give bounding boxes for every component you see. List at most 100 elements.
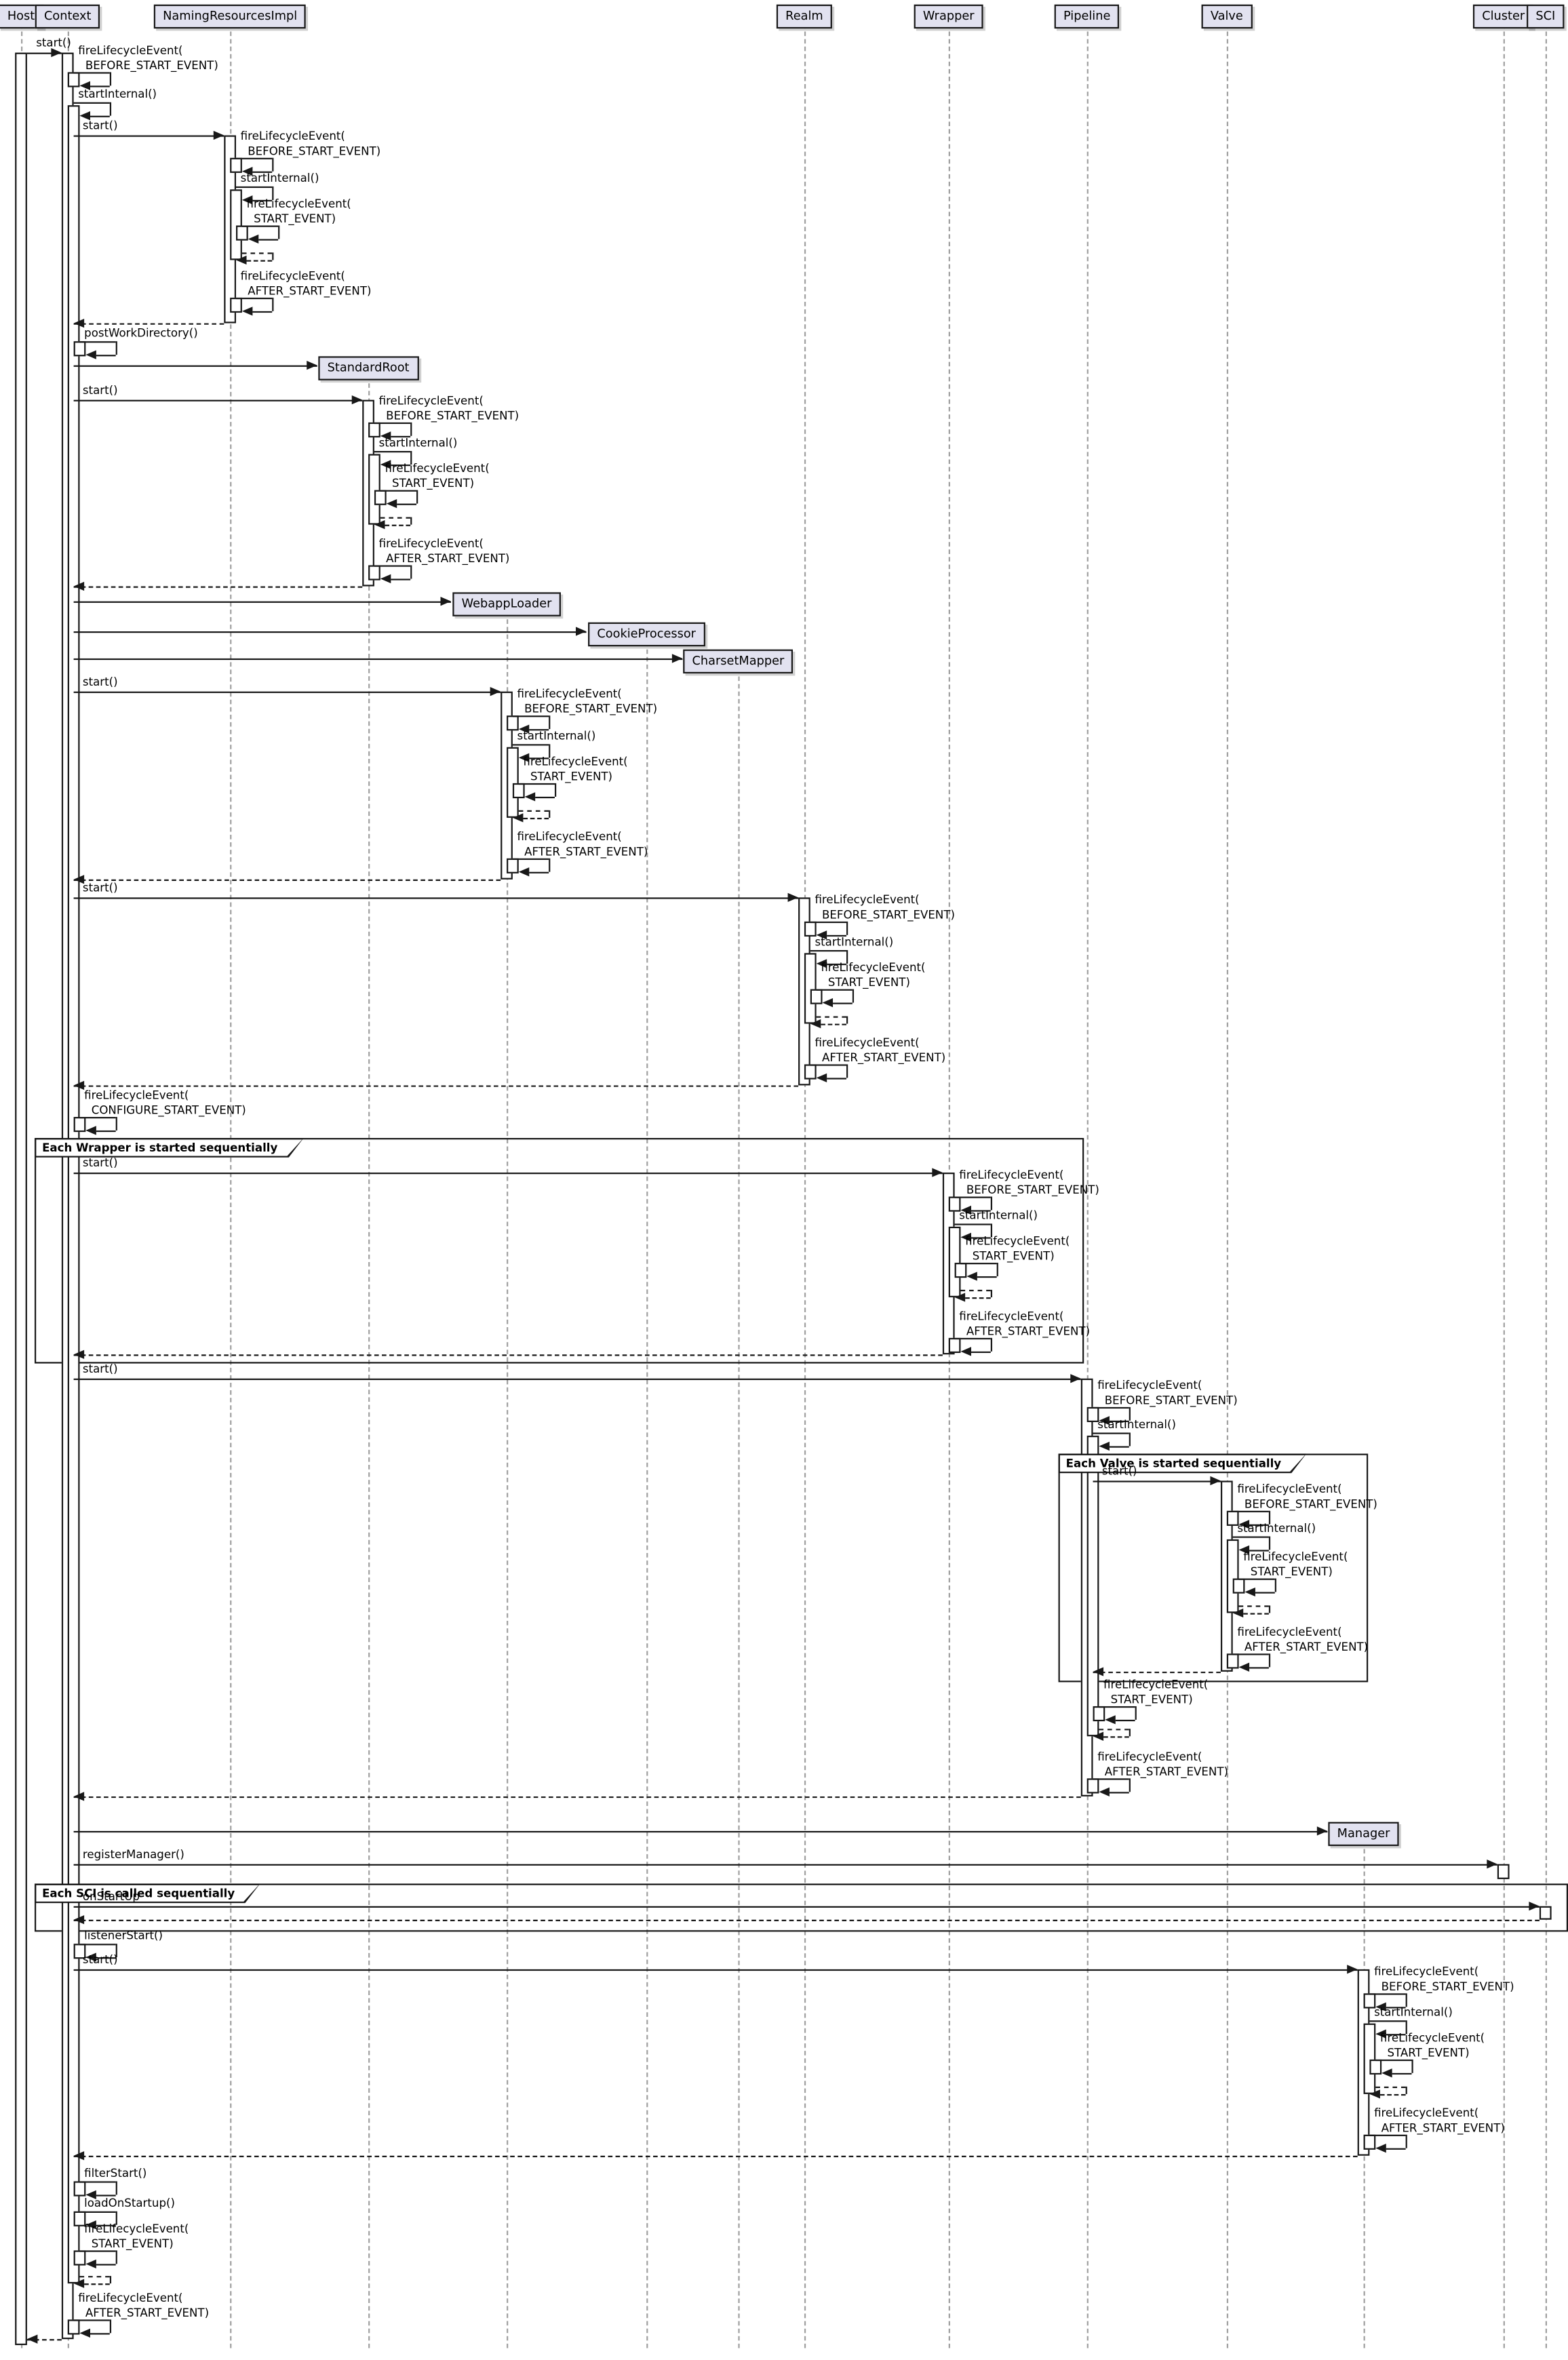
activation: [507, 747, 519, 818]
message-line: [73, 897, 799, 899]
message-line: [512, 858, 549, 860]
message-line: [529, 729, 549, 731]
message-line: [26, 2339, 62, 2341]
arrowhead: [816, 959, 827, 968]
arrowhead: [85, 350, 96, 359]
message-line-vert: [1129, 1432, 1131, 1447]
message-label: start(): [82, 383, 118, 397]
arrowhead: [248, 234, 259, 244]
arrowhead: [380, 431, 391, 441]
message-line: [1115, 1719, 1135, 1722]
message-line: [84, 2283, 110, 2285]
message-label: startInternal(): [1374, 2005, 1453, 2020]
arrowhead: [490, 687, 501, 696]
message-line: [1232, 1510, 1269, 1513]
message-line-vert: [272, 157, 274, 172]
message-line: [73, 1796, 1081, 1798]
message-line: [90, 115, 110, 117]
participant-context: Context: [35, 4, 100, 29]
message-line: [518, 810, 549, 812]
self-activation: [73, 1944, 86, 1959]
message-line: [1238, 1578, 1275, 1580]
message-label: startInternal(): [1097, 1417, 1176, 1432]
message-line-vert: [109, 2276, 112, 2284]
message-line-vert: [846, 949, 848, 964]
activation: [230, 189, 242, 260]
frame-label: Each Wrapper is started sequentially: [36, 1139, 302, 1156]
message-line: [73, 399, 363, 401]
message-line: [258, 239, 279, 241]
message-line: [1386, 2148, 1406, 2150]
arrowhead: [79, 111, 91, 121]
message-line: [73, 1830, 1327, 1833]
message-line-vert: [115, 2211, 117, 2225]
arrowhead: [1099, 1787, 1110, 1796]
message-line: [26, 52, 62, 54]
arrowhead: [241, 307, 253, 316]
message-line: [73, 1085, 799, 1087]
arrowhead: [1381, 2068, 1392, 2078]
self-activation: [67, 72, 80, 87]
message-label: fireLifecycleEvent( START_EVENT): [965, 1234, 1070, 1262]
arrowhead: [241, 195, 253, 205]
message-label: fireLifecycleEvent( START_EVENT): [1103, 1677, 1209, 1706]
self-activation: [73, 2211, 86, 2226]
arrowhead: [236, 255, 247, 265]
arrowhead: [1238, 1545, 1250, 1555]
arrowhead: [1093, 1667, 1104, 1676]
message-line: [1232, 1653, 1269, 1655]
message-line: [523, 817, 549, 820]
message-line-vert: [990, 1223, 993, 1238]
arrowhead: [524, 792, 536, 802]
message-line: [1375, 2086, 1406, 2088]
self-activation: [230, 157, 242, 173]
self-activation: [73, 341, 86, 357]
message-line-vert: [410, 565, 412, 579]
message-line-vert: [1405, 2134, 1407, 2148]
message-line: [1093, 1778, 1129, 1780]
participant-pipeline: Pipeline: [1054, 4, 1120, 29]
arrowhead: [1105, 1715, 1116, 1725]
self-activation: [1232, 1578, 1245, 1594]
message-label: start(): [82, 675, 118, 689]
message-label: fireLifecycleEvent( START_EVENT): [84, 2222, 189, 2250]
arrowhead: [1316, 1826, 1327, 1836]
arrowhead: [816, 930, 827, 940]
message-line: [977, 1276, 997, 1278]
message-line: [73, 323, 224, 325]
message-line: [535, 796, 555, 799]
arrowhead: [1369, 2089, 1380, 2099]
self-activation: [67, 2319, 80, 2335]
message-label: start(): [82, 1952, 118, 1967]
activation: [15, 52, 27, 2346]
arrowhead: [213, 130, 224, 140]
message-line: [79, 1117, 116, 1119]
message-line-vert: [1129, 1407, 1131, 1421]
message-line: [391, 464, 411, 467]
message-label: start(): [1101, 1464, 1137, 1478]
message-line: [965, 1297, 991, 1299]
message-line: [1243, 1613, 1269, 1615]
arrowhead: [932, 1168, 943, 1177]
message-line-vert: [115, 1944, 117, 1958]
message-label: fireLifecycleEvent( AFTER_START_EVENT): [78, 2291, 210, 2319]
message-line: [1375, 2059, 1412, 2062]
message-label: startInternal(): [959, 1208, 1038, 1223]
arrowhead: [73, 1080, 85, 1090]
message-line-vert: [1129, 1729, 1131, 1737]
message-line: [1386, 2007, 1406, 2009]
message-label: startInternal(): [378, 435, 458, 450]
message-line: [73, 658, 682, 661]
message-label: fireLifecycleEvent( BEFORE_START_EVENT): [959, 1168, 1099, 1196]
participant-valve: Valve: [1201, 4, 1253, 29]
message-line-vert: [1405, 2020, 1407, 2034]
message-label: start(): [82, 1156, 118, 1170]
message-line: [79, 341, 116, 343]
message-label: fireLifecycleEvent( START_EVENT): [1379, 2030, 1485, 2059]
message-line: [397, 503, 417, 505]
message-line-vert: [278, 225, 280, 239]
self-activation: [512, 783, 525, 799]
message-line: [73, 879, 501, 881]
message-line-vert: [115, 1117, 117, 1130]
